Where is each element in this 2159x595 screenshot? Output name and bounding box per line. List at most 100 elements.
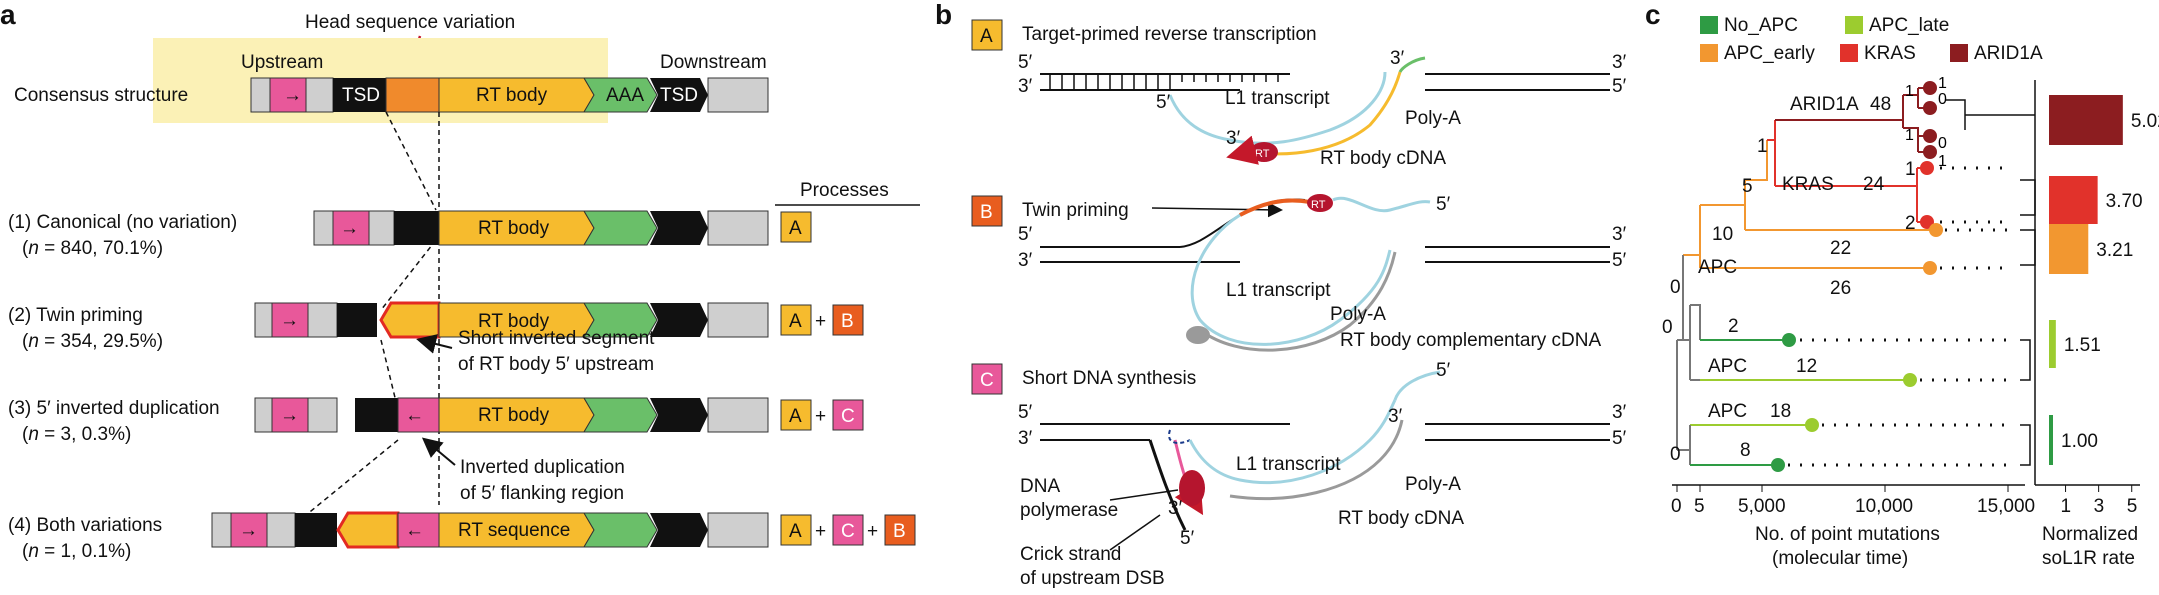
legend-apc-late: APC_late	[1869, 15, 1949, 36]
process-a-badge: A	[789, 521, 802, 542]
twin-priming-schematic: RT 5′ 3′ 3′ 5′ 5′ L1 transcript Poly-A R…	[1018, 194, 1627, 352]
five-prime: 5′	[1018, 224, 1033, 245]
crick-strand-line1: Crick strand	[1020, 544, 1121, 565]
three-prime: 3′	[1612, 224, 1627, 245]
promoter-arrow-icon: →	[280, 310, 299, 331]
legend: No_APC APC_late APC_early KRAS ARID1A	[1700, 15, 2043, 64]
bar-apc-early	[2049, 224, 2089, 274]
promoter-arrow-icon: →	[283, 85, 302, 106]
phylogeny-tree	[1676, 87, 1936, 466]
branch-count: 0	[1662, 317, 1673, 338]
legend-arid1a: ARID1A	[1974, 43, 2043, 64]
consensus-rt-body-label: RT body	[476, 85, 548, 106]
bar-apc-late	[2049, 320, 2056, 368]
five-prime: 5′	[1612, 76, 1627, 97]
twin-priming-title: Twin priming	[1022, 200, 1129, 221]
branch-kras-count: 24	[1863, 174, 1885, 195]
tip-count: 0	[1938, 91, 1947, 108]
x-tick: 10,000	[1855, 496, 1913, 517]
three-prime: 3′	[1018, 428, 1033, 449]
twin-annotation-line2: of RT body 5′ upstream	[458, 354, 654, 375]
process-b-badge: B	[980, 202, 993, 223]
aaa-label: AAA	[606, 85, 644, 106]
bar-axis-label-line2: soL1R rate	[2042, 548, 2135, 569]
x-axis-label-line1: No. of point mutations	[1755, 524, 1940, 545]
legend-no-apc: No_APC	[1724, 15, 1798, 36]
x-tick: 5,000	[1738, 496, 1786, 517]
legend-kras: KRAS	[1864, 43, 1916, 64]
short-dna-title: Short DNA synthesis	[1022, 368, 1196, 389]
poly-a-label: Poly-A	[1405, 474, 1461, 495]
plus-sign: +	[867, 521, 878, 542]
tree-bracket-lines	[1945, 99, 2036, 466]
five-prime: 5′	[1436, 194, 1451, 215]
row-title: (1) Canonical (no variation)	[8, 212, 237, 233]
dup-annotation-line2: of 5′ flanking region	[460, 483, 624, 504]
rt-enzyme-label: RT	[1311, 199, 1326, 211]
tip-count: 1	[1938, 153, 1947, 170]
bar-arid1a	[2049, 95, 2123, 145]
row-count: (n = 840, 70.1%)	[22, 238, 163, 259]
three-prime: 3′	[1018, 76, 1033, 97]
bar-axis-label-line1: Normalized	[2042, 524, 2138, 545]
branch-apc-label: APC	[1708, 401, 1747, 422]
row-canonical: (1) Canonical (no variation) (n = 840, 7…	[8, 210, 812, 259]
five-prime: 5′	[1612, 428, 1627, 449]
upstream-label: Upstream	[241, 52, 323, 73]
three-prime: 3′	[1226, 128, 1241, 149]
process-b-badge: B	[893, 521, 906, 542]
x-tick: 0	[1671, 496, 1682, 517]
row-title: (4) Both variations	[8, 515, 162, 536]
alignment-guides	[299, 111, 440, 521]
branch-count: 0	[1670, 277, 1681, 298]
panel-b-label: b	[935, 0, 952, 30]
row-count: (n = 1, 0.1%)	[22, 541, 131, 562]
rt-body-cdna-label: RT body cDNA	[1320, 148, 1446, 169]
l1-transcript-label: L1 transcript	[1226, 280, 1331, 301]
process-c-badge: C	[841, 521, 855, 542]
three-prime: 3′	[1612, 52, 1627, 73]
three-prime: 3′	[1168, 498, 1183, 519]
row-count: (n = 354, 29.5%)	[22, 331, 163, 352]
bar-kras	[2049, 176, 2098, 224]
branch-count: 0	[1670, 444, 1681, 465]
branch-apc-label: APC	[1708, 356, 1747, 377]
row-title: (3) 5′ inverted duplication	[8, 398, 220, 419]
twin-annotation-line1: Short inverted segment	[458, 328, 655, 349]
rt-sequence-label: RT sequence	[458, 520, 570, 541]
process-a-badge: A	[789, 218, 802, 239]
branch-count: 18	[1770, 401, 1791, 422]
row-count: (n = 3, 0.3%)	[22, 424, 131, 445]
inverted-arrow-icon: ←	[405, 405, 424, 426]
bar-tick-label: 3	[2094, 496, 2105, 517]
process-a-badge: A	[789, 311, 802, 332]
promoter-arrow-icon: →	[280, 405, 299, 426]
consensus-structure-label: Consensus structure	[14, 85, 188, 106]
poly-a-label: Poly-A	[1405, 108, 1461, 129]
tip-count: 1	[1938, 75, 1947, 92]
tprt-schematic: RT 5′ 3′ 3′ 3′ 5′ 5′ L1 transcript Poly-…	[1018, 48, 1627, 169]
panel-a: a Head sequence variation Upstream Downs…	[0, 0, 920, 562]
bar-tick-label: 5	[2127, 496, 2138, 517]
five-prime: 5′	[1436, 360, 1451, 381]
row-twin-priming: (2) Twin priming (n = 354, 29.5%) → RT b…	[8, 301, 864, 375]
bar-value-label: 5.02	[2131, 111, 2159, 132]
promoter-arrow-icon: →	[340, 218, 359, 239]
row-rt-body-label: RT body	[478, 218, 550, 239]
plus-sign: +	[815, 406, 826, 427]
plus-sign: +	[815, 521, 826, 542]
process-c-badge: C	[841, 406, 855, 427]
three-prime: 3′	[1612, 402, 1627, 423]
process-b-badge: B	[841, 311, 854, 332]
tsd-left-label: TSD	[342, 85, 380, 106]
branch-arid1a-label: ARID1A	[1790, 94, 1859, 115]
branch-count: 5	[1742, 176, 1753, 197]
tree-tips	[1771, 81, 1943, 472]
rt-enzyme-label: RT	[1255, 148, 1270, 160]
branch-count: 10	[1712, 224, 1733, 245]
l1-transcript-label: L1 transcript	[1225, 88, 1330, 109]
tip-count: 1	[1905, 159, 1916, 180]
process-a-badge: A	[980, 26, 993, 47]
branch-count: 1	[1757, 136, 1768, 157]
